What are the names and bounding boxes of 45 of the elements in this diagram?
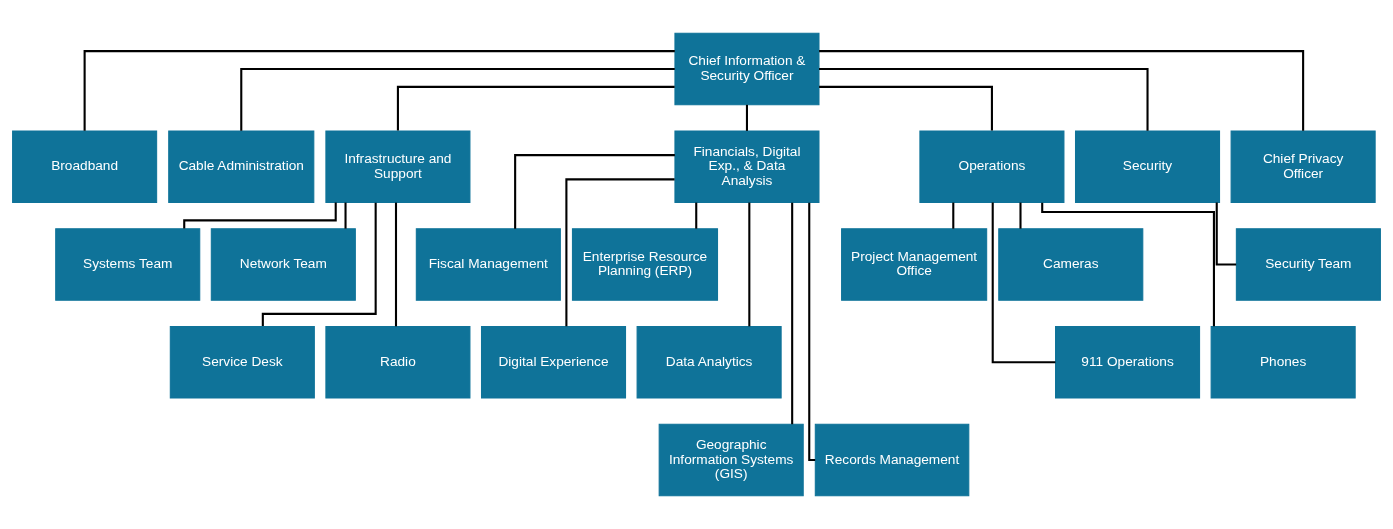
node-box: Phones <box>1210 326 1356 399</box>
connector <box>748 202 751 327</box>
node-box: Enterprise Resource Planning (ERP) <box>571 228 719 301</box>
node-box: Fiscal Management <box>415 228 561 301</box>
connector <box>1019 202 1022 229</box>
node-box: Project Management Office <box>841 228 988 301</box>
connector <box>183 202 337 229</box>
connector <box>791 202 794 425</box>
connector <box>83 50 675 131</box>
node-box: Network Team <box>210 228 356 301</box>
connector <box>396 85 675 131</box>
node-box: Chief Privacy Officer <box>1230 130 1376 203</box>
node-box: Cameras <box>998 228 1144 301</box>
connector <box>240 67 675 131</box>
connector <box>344 202 347 229</box>
node-box: Cable Administration <box>168 130 315 203</box>
node-box: Security Team <box>1235 228 1381 301</box>
connector <box>808 202 816 462</box>
connector <box>819 67 1149 131</box>
connector <box>952 202 955 229</box>
connector <box>745 104 748 131</box>
connector <box>394 202 398 327</box>
connector <box>261 202 377 327</box>
connector <box>1215 202 1237 266</box>
node-box: Broadband <box>12 130 158 203</box>
node-box: Service Desk <box>169 326 315 399</box>
connector <box>819 85 993 131</box>
connector <box>819 50 1305 131</box>
node-box: Financials, Digital Exp., & Data Analysis <box>674 130 820 203</box>
node-box: Operations <box>919 130 1065 203</box>
node-box: Security <box>1075 130 1221 203</box>
connector <box>514 154 675 229</box>
connector <box>565 178 675 327</box>
node-box: Chief Information & Security Officer <box>674 32 820 106</box>
node-box: Infrastructure and Support <box>325 130 471 203</box>
connector <box>1041 202 1215 327</box>
node-box: Records Management <box>814 423 970 497</box>
node-box: Geographic Information Systems (GIS) <box>658 423 804 497</box>
node-box: Systems Team <box>55 228 201 301</box>
connector <box>695 202 698 229</box>
node-box: Digital Experience <box>480 326 627 399</box>
node-box: Radio <box>325 326 471 399</box>
connector <box>991 202 1056 364</box>
node-box: Data Analytics <box>636 326 782 399</box>
node-box: 911 Operations <box>1055 326 1201 399</box>
